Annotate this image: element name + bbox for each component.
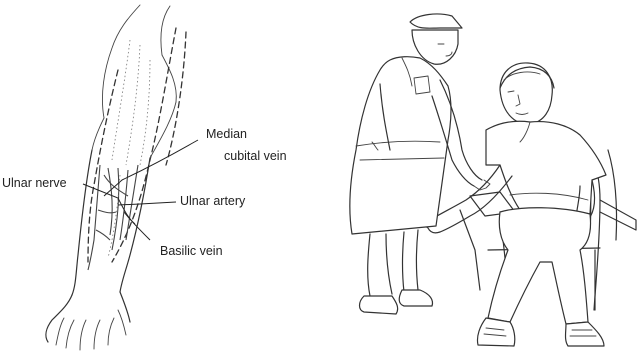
- patient: [426, 63, 606, 346]
- nurse: [350, 14, 490, 314]
